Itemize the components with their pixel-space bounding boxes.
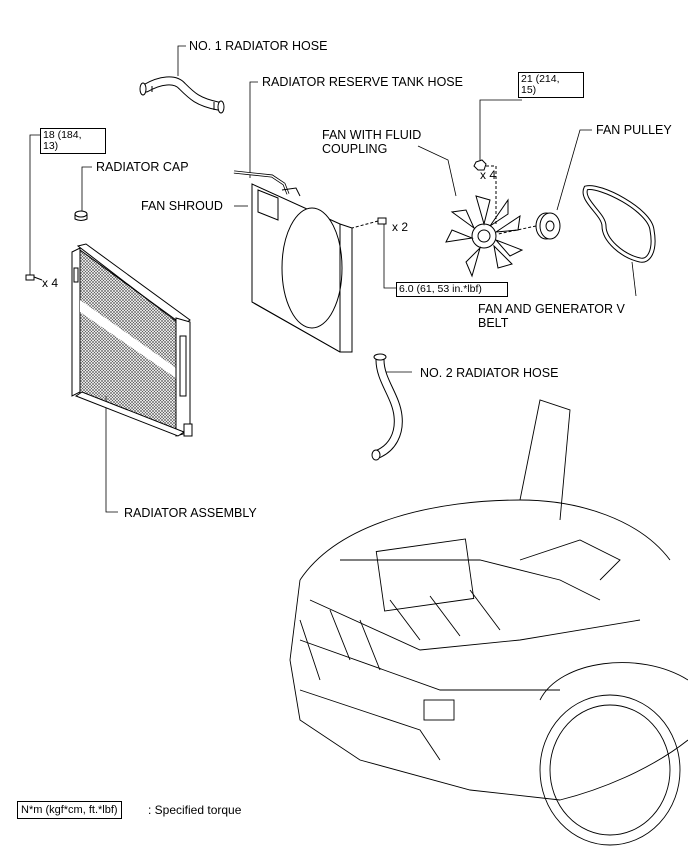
fan-bolt-torque-line1: 21 (214,	[521, 73, 560, 85]
v-belt-label-line2: BELT	[478, 316, 509, 330]
no2-radiator-hose	[371, 353, 403, 461]
radiator-bolt-torque-line2: 13)	[43, 140, 59, 152]
fan-bolt-torque-line2: 15)	[521, 84, 537, 96]
fan-shroud-label: FAN SHROUD	[141, 199, 223, 213]
fan-shroud	[251, 183, 353, 353]
torque-legend-text: : Specified torque	[148, 803, 242, 817]
radiator-assembly	[71, 243, 193, 437]
fan-nut-quantity: x 4	[480, 168, 497, 182]
radiator-bolt-torque-line1: 18 (184,	[43, 129, 82, 141]
fan-bolt-torque-box: 21 (214, 15)	[518, 72, 584, 98]
no2-radiator-hose-label: NO. 2 RADIATOR HOSE	[420, 366, 559, 380]
leader-lines	[29, 45, 637, 513]
radiator-bolt	[25, 274, 43, 281]
fan-coupling-label-line1: FAN WITH FLUID	[322, 128, 422, 142]
shroud-bolt-torque-box: 6.0 (61, 53 in.*lbf)	[396, 282, 508, 297]
fan-pulley-label: FAN PULLEY	[596, 123, 672, 137]
no1-radiator-hose	[139, 76, 225, 114]
shroud-bolt-quantity: x 2	[392, 220, 409, 234]
shroud-bolt-torque-value: 6.0 (61, 53 in.*lbf)	[399, 283, 482, 295]
radiator-cap-label: RADIATOR CAP	[96, 160, 189, 174]
radiator-bolt-torque-box: 18 (184, 13)	[40, 128, 106, 154]
radiator-bolt-quantity: x 4	[42, 276, 59, 290]
fan-with-fluid-coupling	[445, 195, 524, 278]
fan-pulley	[497, 212, 561, 240]
radiator-cap	[74, 210, 88, 221]
fan-nut	[473, 159, 497, 226]
reserve-tank-hose-label: RADIATOR RESERVE TANK HOSE	[262, 75, 463, 89]
no1-radiator-hose-label: NO. 1 RADIATOR HOSE	[189, 39, 328, 53]
shroud-bolt	[351, 217, 387, 229]
v-belt-label-line1: FAN AND GENERATOR V	[478, 302, 625, 316]
torque-legend-unit: N*m (kgf*cm, ft.*lbf)	[17, 801, 122, 819]
fan-generator-v-belt	[582, 185, 656, 263]
radiator-assembly-label: RADIATOR ASSEMBLY	[124, 506, 257, 520]
vehicle-front-outline	[289, 399, 688, 846]
fan-coupling-label-line2: COUPLING	[322, 142, 388, 156]
